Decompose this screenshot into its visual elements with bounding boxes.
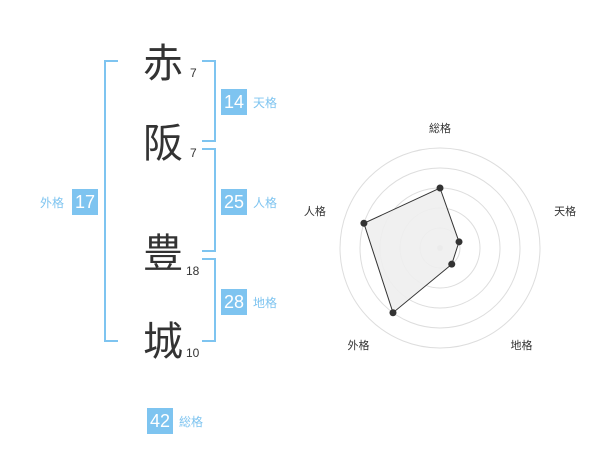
radar-point-3 — [448, 260, 456, 268]
tenkaku-label: 天格 — [253, 96, 278, 110]
radar-grid-ring — [339, 147, 541, 349]
radar-axis-label-1: 総格 — [429, 121, 451, 135]
tenkaku-value: 14 — [221, 89, 247, 115]
radar-grid-ring — [359, 167, 521, 329]
stroke-count-3: 18 — [186, 264, 200, 278]
name-char-4: 城 — [143, 319, 183, 365]
radar-series-polygon — [363, 187, 460, 314]
radar-axis-label-4: 外格 — [347, 338, 369, 352]
chikaku-bracket — [202, 258, 216, 342]
gaikaku-label: 外格 — [40, 196, 65, 210]
radar-point-2 — [455, 238, 463, 246]
stroke-count-2: 7 — [190, 146, 197, 160]
gaikaku-value: 17 — [72, 189, 98, 215]
tenkaku-bracket — [202, 60, 216, 142]
chikaku-value: 28 — [221, 289, 247, 315]
soukaku-label: 総格 — [179, 415, 204, 429]
jinkaku-label: 人格 — [253, 196, 278, 210]
name-char-2: 阪 — [143, 121, 183, 167]
jinkaku-bracket — [202, 148, 216, 252]
radar-axis-label-5: 人格 — [304, 204, 326, 218]
radar-point-5 — [360, 219, 368, 227]
chikaku-label: 地格 — [253, 296, 278, 310]
stroke-count-1: 7 — [190, 66, 197, 80]
jinkaku-value: 25 — [221, 189, 247, 215]
radar-axis-label-3: 地格 — [511, 338, 533, 352]
name-char-1: 赤 — [143, 41, 183, 87]
radar-point-1 — [436, 184, 444, 192]
name-char-3: 豊 — [143, 231, 183, 277]
radar-axis-label-2: 天格 — [554, 204, 576, 218]
radar-point-4 — [389, 309, 397, 317]
stroke-count-4: 10 — [186, 346, 200, 360]
soukaku-value: 42 — [147, 408, 173, 434]
gaikaku-bracket — [104, 60, 118, 342]
